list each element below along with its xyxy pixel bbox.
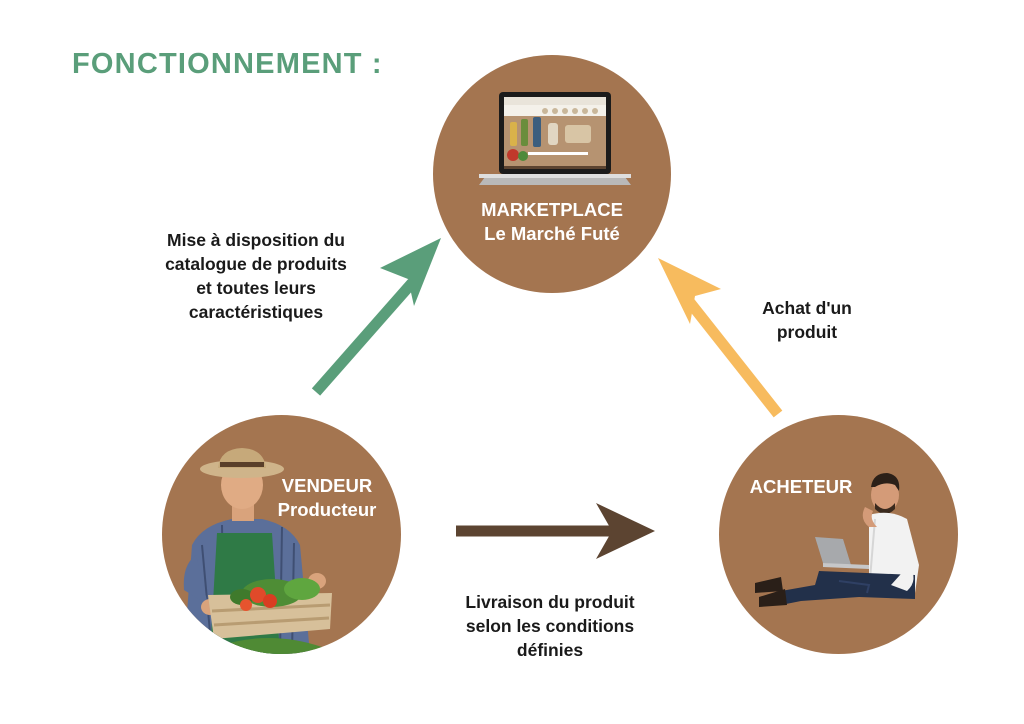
vendor-label: VENDEUR Producteur (262, 474, 392, 522)
note-vendor-to-marketplace: Mise à disposition du catalogue de produ… (130, 228, 382, 324)
note-buyer-to-marketplace: Achat d'un produit (736, 296, 878, 344)
vendor-subtitle: Producteur (277, 499, 377, 520)
man-with-laptop-icon (755, 473, 919, 607)
note-line: caractéristiques (188, 302, 324, 322)
marketplace-subtitle: Le Marché Futé (484, 223, 620, 244)
note-line: selon les conditions (465, 616, 635, 636)
marketplace-label: MARKETPLACE Le Marché Futé (433, 198, 671, 246)
note-line: Achat d'un (762, 298, 852, 318)
vendor-node: VENDEUR Producteur (162, 415, 401, 654)
note-line: et toutes leurs (196, 278, 316, 298)
buyer-label: ACHETEUR (731, 475, 871, 499)
arrow-vendor-to-marketplace (311, 238, 441, 396)
marketplace-node: MARKETPLACE Le Marché Futé (433, 55, 671, 293)
note-line: Mise à disposition du (167, 230, 345, 250)
note-line: catalogue de produits (165, 254, 347, 274)
arrow-vendor-to-buyer (456, 503, 655, 559)
note-line: définies (516, 640, 584, 660)
vendor-title: VENDEUR (281, 475, 373, 496)
note-vendor-to-buyer: Livraison du produit selon les condition… (430, 590, 670, 662)
buyer-title: ACHETEUR (749, 476, 853, 497)
note-line: produit (776, 322, 838, 342)
buyer-node: ACHETEUR (719, 415, 958, 654)
farmer-with-vegetables-crate-icon (183, 448, 332, 654)
note-line: Livraison du produit (465, 592, 635, 612)
marketplace-title: MARKETPLACE (481, 199, 623, 220)
page-title: FONCTIONNEMENT : (72, 48, 383, 80)
laptop-icon (479, 92, 631, 185)
arrow-buyer-to-marketplace (658, 258, 783, 418)
